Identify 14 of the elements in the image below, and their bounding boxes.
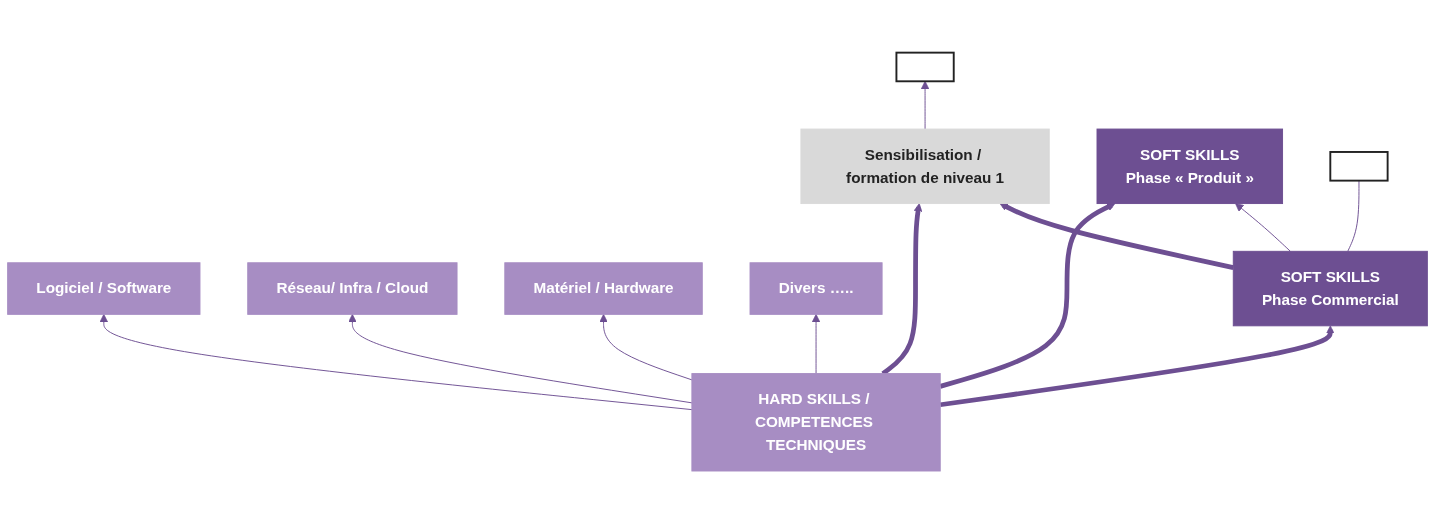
arrow <box>999 202 1234 270</box>
connector <box>1347 179 1360 252</box>
node-box: SOFT SKILLS Phase Commercial <box>1232 250 1428 326</box>
node-box <box>895 51 955 82</box>
node-box: SOFT SKILLS Phase « Produit » <box>1096 128 1284 204</box>
node-box: Sensibilisation / formation de niveau 1 <box>800 128 1050 204</box>
arrow <box>939 325 1335 407</box>
node-box: Divers ….. <box>749 261 883 315</box>
node-box: HARD SKILLS / COMPETENCES TECHNIQUES <box>691 372 941 472</box>
node-box: Matériel / Hardware <box>504 261 703 315</box>
arrow <box>939 202 1116 389</box>
node-box: Réseau/ Infra / Cloud <box>247 261 458 315</box>
node-box <box>1329 150 1389 182</box>
node-box: Logiciel / Software <box>7 261 201 315</box>
